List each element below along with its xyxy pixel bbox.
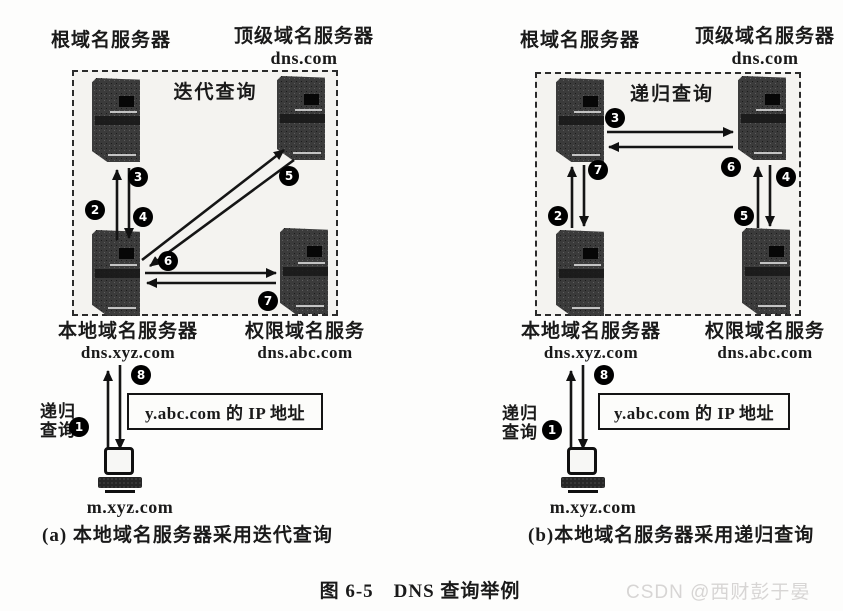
authoritative-dns-server-icon (280, 228, 328, 314)
auth-server-label: 权限域名服务 (704, 321, 825, 342)
step-badge-4: 4 (133, 207, 153, 227)
local-server-label-block: 本地域名服务器 dns.xyz.com (48, 321, 208, 363)
panel-caption: (b)本地域名服务器采用递归查询 (528, 525, 815, 546)
step-badge-8: 8 (594, 365, 614, 385)
auth-server-label-block: 权限域名服务 dns.abc.com (689, 321, 841, 363)
recursive-query-line2: 查询 (40, 421, 76, 440)
auth-server-domain: dns.abc.com (717, 343, 813, 362)
local-dns-server-icon (556, 230, 604, 316)
local-server-label: 本地域名服务器 (520, 321, 661, 342)
tld-server-domain: dns.com (270, 48, 338, 68)
tld-server-label-block: 顶级域名服务器 dns.com (688, 26, 842, 69)
host-label: m.xyz.com (86, 497, 174, 517)
tld-server-domain: dns.com (731, 48, 799, 68)
step-badge-5: 5 (734, 206, 754, 226)
auth-server-label: 权限域名服务 (244, 321, 365, 342)
ip-result-box: y.abc.com 的 IP 地址 (598, 393, 790, 430)
step-badge-4: 4 (776, 167, 796, 187)
step-badge-2: 2 (85, 200, 105, 220)
query-type-title: 迭代查询 (173, 82, 258, 103)
step-badge-3: 3 (605, 108, 625, 128)
tld-dns-server-icon (277, 76, 325, 160)
recursive-query-label: 递归 查询 (498, 404, 542, 442)
recursive-query-line2: 查询 (502, 423, 538, 442)
step-badge-6: 6 (158, 251, 178, 271)
query-arrows-graphic (567, 127, 775, 228)
local-server-domain: dns.xyz.com (80, 343, 176, 362)
local-server-domain: dns.xyz.com (543, 343, 639, 362)
arrow-local-to-tld (141, 148, 285, 262)
host-query-arrows-graphic (566, 365, 588, 453)
step-badge-8: 8 (131, 365, 151, 385)
authoritative-dns-server-icon (742, 228, 790, 314)
tld-server-label: 顶级域名服务器 (694, 26, 835, 47)
watermark: CSDN @西财彭于晏 (626, 582, 811, 603)
root-dns-server-icon (92, 78, 140, 162)
step-badge-1: 1 (542, 420, 562, 440)
tld-dns-server-icon (738, 76, 786, 160)
tld-server-label: 顶级域名服务器 (233, 26, 374, 47)
host-computer-icon (98, 447, 144, 497)
panel-caption: (a) 本地域名服务器采用迭代查询 (42, 525, 333, 546)
local-dns-server-icon (92, 230, 140, 316)
auth-server-domain: dns.abc.com (257, 343, 353, 362)
query-arrows-graphic (112, 148, 295, 288)
step-badge-3: 3 (128, 167, 148, 187)
recursive-query-line1: 递归 (40, 402, 76, 421)
step-badge-7: 7 (258, 291, 278, 311)
figure-caption: 图 6-5 DNS 查询举例 (319, 581, 521, 602)
recursive-query-line1: 递归 (502, 404, 538, 423)
step-badge-5: 5 (279, 166, 299, 186)
root-dns-server-icon (556, 78, 604, 162)
tld-server-label-block: 顶级域名服务器 dns.com (222, 26, 386, 69)
local-server-label-block: 本地域名服务器 dns.xyz.com (511, 321, 671, 363)
recursive-query-label: 递归 查询 (36, 402, 80, 440)
host-label: m.xyz.com (549, 497, 637, 517)
step-badge-6: 6 (721, 157, 741, 177)
root-server-label: 根域名服务器 (50, 30, 171, 51)
root-server-label: 根域名服务器 (519, 30, 640, 51)
host-computer-icon (561, 447, 607, 497)
step-badge-7: 7 (588, 160, 608, 180)
query-type-title: 递归查询 (629, 84, 714, 105)
ip-result-box: y.abc.com 的 IP 地址 (127, 393, 323, 430)
auth-server-label-block: 权限域名服务 dns.abc.com (235, 321, 375, 363)
step-badge-2: 2 (548, 206, 568, 226)
local-server-label: 本地域名服务器 (57, 321, 198, 342)
arrow-tld-to-local (149, 158, 295, 268)
step-badge-1: 1 (69, 417, 89, 437)
host-query-arrows-graphic (103, 365, 125, 453)
